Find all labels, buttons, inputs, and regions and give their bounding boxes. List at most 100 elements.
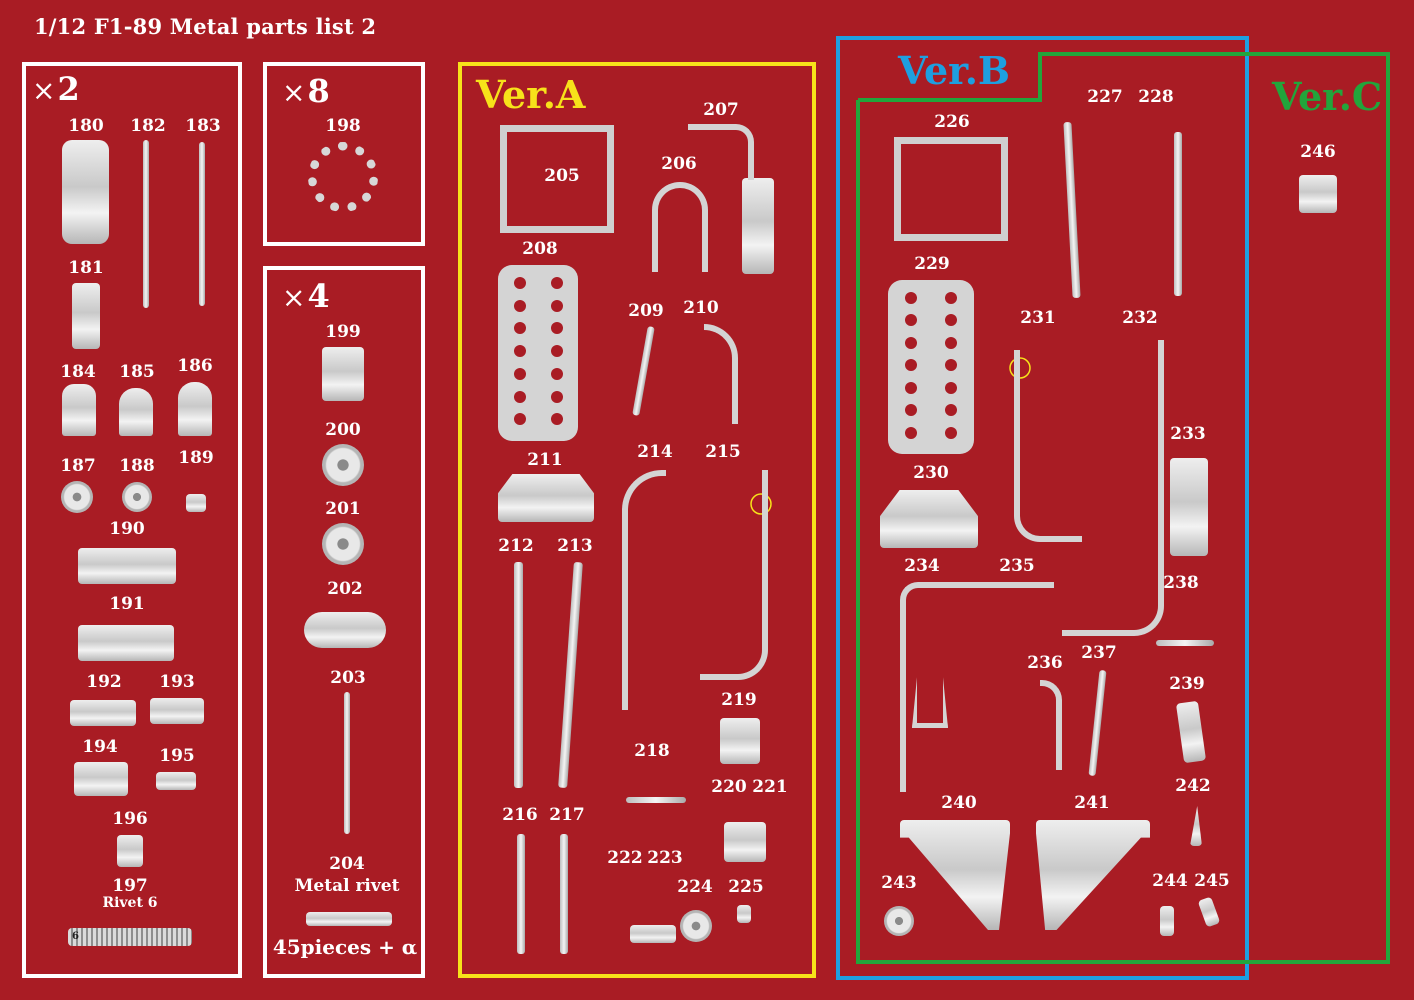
part-185-image	[119, 388, 153, 436]
part-224-image	[680, 910, 712, 942]
part-label-224: 224	[677, 877, 713, 897]
part-202-image	[304, 612, 386, 648]
part-204-quantity-note: 45pieces + α	[272, 935, 418, 959]
part-label-237: 237	[1081, 643, 1117, 663]
part-label-236: 236	[1027, 653, 1063, 673]
part-label-241: 241	[1074, 793, 1110, 813]
part-label-202: 202	[327, 579, 363, 599]
part-184-image	[62, 384, 96, 436]
part-187-image	[61, 481, 93, 513]
part-238-image	[1156, 640, 1214, 646]
part-label-203: 203	[330, 668, 366, 688]
part-186-image	[178, 382, 212, 436]
section-x8-frame	[263, 62, 425, 246]
part-label-222: 222	[607, 848, 643, 868]
part-207-tube	[688, 124, 754, 180]
part-label-226: 226	[934, 112, 970, 132]
part-label-195: 195	[159, 746, 195, 766]
part-label-219: 219	[721, 690, 757, 710]
part-label-221: 221	[752, 777, 788, 797]
part-246-image	[1299, 175, 1337, 213]
part-192-image	[70, 700, 136, 726]
part-label-232: 232	[1122, 308, 1158, 328]
part-243-image	[884, 906, 914, 936]
part-label-194: 194	[82, 737, 118, 757]
multiplier-x4: ×4	[282, 277, 330, 315]
part-label-208: 208	[522, 239, 558, 259]
section-ver-a-frame	[458, 62, 816, 978]
part-label-216: 216	[502, 805, 538, 825]
part-label-183: 183	[185, 116, 221, 136]
part-label-193: 193	[159, 672, 195, 692]
part-197-sublabel: Rivet 6	[102, 895, 158, 911]
part-label-184: 184	[60, 362, 96, 382]
part-label-204: 204	[329, 854, 365, 874]
part-label-227: 227	[1087, 87, 1123, 107]
part-label-246: 246	[1300, 142, 1336, 162]
part-label-244: 244	[1152, 871, 1188, 891]
part-230-image	[880, 490, 978, 548]
part-label-199: 199	[325, 322, 361, 342]
part-197-tag: 6	[72, 931, 79, 942]
part-label-231: 231	[1020, 308, 1056, 328]
part-233-image	[1170, 458, 1208, 556]
part-200-image	[322, 444, 364, 486]
part-244-image	[1160, 906, 1174, 936]
part-label-187: 187	[60, 456, 96, 476]
ver-b-label: Ver.B	[898, 48, 1011, 93]
part-label-198: 198	[325, 116, 361, 136]
part-225-image	[737, 905, 751, 923]
part-label-214: 214	[637, 442, 673, 462]
part-183-image	[199, 142, 205, 306]
part-label-245: 245	[1194, 871, 1230, 891]
part-199-image	[322, 347, 364, 401]
part-196-image	[117, 835, 143, 867]
page-title: 1/12 F1-89 Metal parts list 2	[34, 14, 377, 39]
part-204-image	[306, 912, 392, 926]
part-label-197: 197	[112, 876, 148, 896]
part-190-image	[78, 548, 176, 584]
part-label-213: 213	[557, 536, 593, 556]
part-193-image	[150, 698, 204, 724]
part-label-181: 181	[68, 258, 104, 278]
part-label-206: 206	[661, 154, 697, 174]
part-220-image	[724, 822, 766, 862]
part-label-186: 186	[177, 356, 213, 376]
part-189-image	[186, 494, 206, 512]
part-label-190: 190	[109, 519, 145, 539]
part-195-image	[156, 772, 196, 790]
part-207-image	[742, 178, 774, 274]
part-label-189: 189	[178, 448, 214, 468]
part-label-235: 235	[999, 556, 1035, 576]
part-label-239: 239	[1169, 674, 1205, 694]
part-216-image	[517, 834, 525, 954]
multiplier-x8: ×8	[282, 72, 330, 110]
part-181-image	[72, 283, 100, 349]
part-label-229: 229	[914, 254, 950, 274]
part-label-217: 217	[549, 805, 585, 825]
part-191-image	[78, 625, 174, 661]
part-label-230: 230	[913, 463, 949, 483]
part-label-210: 210	[683, 298, 719, 318]
multiplier-x2: ×2	[32, 70, 80, 108]
part-label-192: 192	[86, 672, 122, 692]
part-label-240: 240	[941, 793, 977, 813]
part-235-image	[900, 582, 1054, 792]
part-label-215: 215	[705, 442, 741, 462]
part-205-image	[500, 125, 614, 233]
part-182-image	[143, 140, 149, 308]
part-232-image	[1062, 340, 1164, 636]
part-229-image	[888, 280, 974, 454]
part-label-223: 223	[647, 848, 683, 868]
part-label-201: 201	[325, 499, 361, 519]
part-label-234: 234	[904, 556, 940, 576]
part-label-205: 205	[544, 166, 580, 186]
part-label-188: 188	[119, 456, 155, 476]
part-211-image	[498, 474, 594, 522]
part-197-image	[68, 928, 192, 946]
part-203-image	[344, 692, 350, 834]
part-label-212: 212	[498, 536, 534, 556]
part-226-image	[894, 137, 1008, 241]
ver-a-label: Ver.A	[476, 72, 586, 117]
part-label-182: 182	[130, 116, 166, 136]
